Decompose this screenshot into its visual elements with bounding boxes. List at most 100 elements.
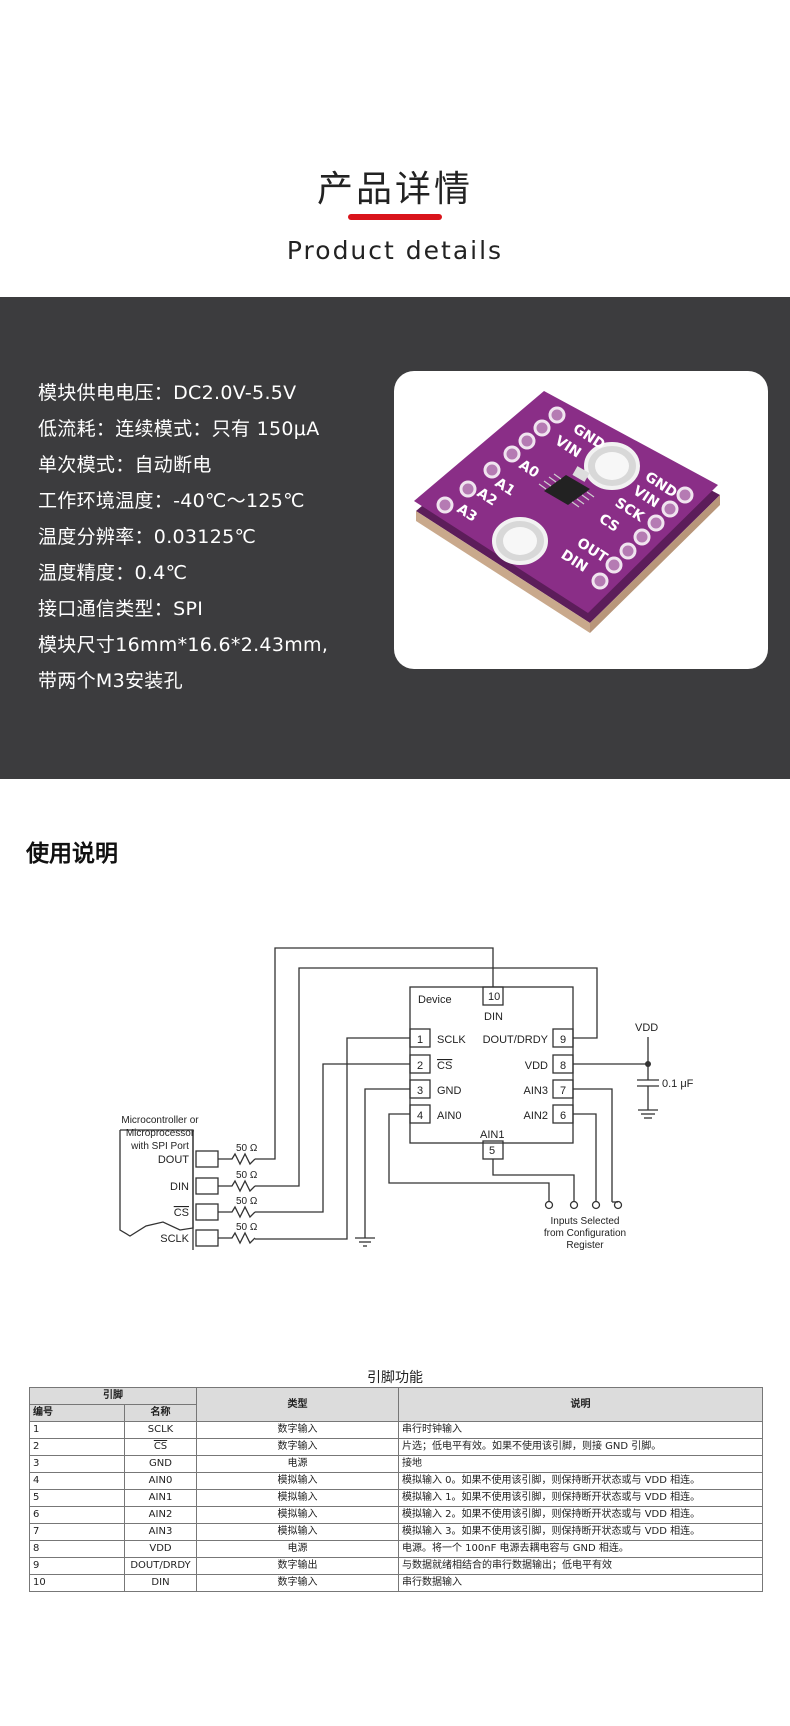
inputs-note-line: Register xyxy=(566,1240,604,1251)
mcu-label-line: with SPI Port xyxy=(130,1141,189,1152)
pin-7-num: 7 xyxy=(560,1085,566,1097)
table-header-num: 编号 xyxy=(29,1404,125,1422)
wiring-schematic: Device 10 DIN 1 SCLK 2 CS 3 GND 4 AIN0 9… xyxy=(119,947,694,1251)
spec-item: 带两个M3安装孔 xyxy=(38,670,183,692)
table-cell: AIN1 xyxy=(124,1489,197,1507)
resistor-label: 50 Ω xyxy=(236,1196,258,1207)
spec-item: 工作环境温度：-40℃～125℃ xyxy=(38,490,305,512)
spec-item: 温度分辨率：0.03125℃ xyxy=(38,526,257,548)
mcu-port-dout: DOUT xyxy=(158,1154,189,1166)
table-cell: 数字输出 xyxy=(196,1557,399,1575)
resistor-label: 50 Ω xyxy=(236,1143,258,1154)
table-cell: 模拟输入 2。如果不使用该引脚，则保持断开状态或与 VDD 相连。 xyxy=(398,1506,763,1524)
table-cell: 模拟输入 xyxy=(196,1489,399,1507)
page-header: 产品详情 Product details xyxy=(0,0,790,297)
table-cell: 与数据就绪相结合的串行数据输出；低电平有效 xyxy=(398,1557,763,1575)
pin-10-num: 10 xyxy=(488,991,500,1003)
table-cell: 串行时钟输入 xyxy=(398,1421,763,1439)
spec-item: 模块供电电压：DC2.0V-5.5V xyxy=(38,382,297,404)
mcu-port-cs: CS xyxy=(174,1207,189,1219)
table-cell: 数字输入 xyxy=(196,1421,399,1439)
table-cell: 电源。将一个 100nF 电源去耦电容与 GND 相连。 xyxy=(398,1540,763,1558)
table-header-type: 类型 xyxy=(196,1387,399,1422)
pin-4-num: 4 xyxy=(417,1110,423,1122)
pin-1-num: 1 xyxy=(417,1034,423,1046)
pin-8-num: 8 xyxy=(560,1060,566,1072)
pin-9-name: DOUT/DRDY xyxy=(483,1034,549,1046)
table-cell: 6 xyxy=(29,1506,125,1524)
mcu-label-line: Microprocessor xyxy=(126,1128,195,1139)
table-cell: 10 xyxy=(29,1574,125,1592)
capacitor-label: 0.1 μF xyxy=(662,1078,694,1090)
sensor-chip xyxy=(544,475,590,505)
table-cell: VDD xyxy=(124,1540,197,1558)
table-cell: 模拟输入 1。如果不使用该引脚，则保持断开状态或与 VDD 相连。 xyxy=(398,1489,763,1507)
table-cell: 9 xyxy=(29,1557,125,1575)
pin-5-num: 5 xyxy=(489,1145,495,1157)
pin-7-name: AIN3 xyxy=(524,1085,548,1097)
table-cell: GND xyxy=(124,1455,197,1473)
inputs-note-line: from Configuration xyxy=(544,1228,626,1239)
pin-1-name: SCLK xyxy=(437,1034,466,1046)
resistor-label: 50 Ω xyxy=(236,1222,258,1233)
device-label: Device xyxy=(418,994,452,1006)
vdd-label: VDD xyxy=(635,1022,658,1034)
page-subtitle: Product details xyxy=(286,236,504,265)
table-header-name: 名称 xyxy=(124,1404,197,1422)
table-cell: 4 xyxy=(29,1472,125,1490)
table-cell: 7 xyxy=(29,1523,125,1541)
table-group-header: 引脚 xyxy=(29,1387,197,1405)
table-cell: 2 xyxy=(29,1438,125,1456)
usage-section-title: 使用说明 xyxy=(26,841,118,867)
table-cell: 接地 xyxy=(398,1455,763,1473)
mcu-port-din: DIN xyxy=(170,1181,189,1193)
table-cell: 电源 xyxy=(196,1455,399,1473)
table-caption: 引脚功能 xyxy=(367,1370,423,1386)
product-photo: GND VIN A0 A1 A2 A3 GND VIN SCK CS OUT D… xyxy=(394,371,768,669)
pin-5-name: AIN1 xyxy=(480,1129,504,1141)
table-cell: 数字输入 xyxy=(196,1438,399,1456)
table-header-desc: 说明 xyxy=(398,1387,763,1422)
spec-item: 低流耗：连续模式：只有 150μA xyxy=(38,418,320,440)
mcu-label-line: Microcontroller or xyxy=(121,1115,199,1126)
pin-9-num: 9 xyxy=(560,1034,566,1046)
table-cell: 模拟输入 xyxy=(196,1523,399,1541)
table-cell: AIN3 xyxy=(124,1523,197,1541)
table-cell: 片选；低电平有效。如果不使用该引脚，则接 GND 引脚。 xyxy=(398,1438,763,1456)
table-cell: DOUT/DRDY xyxy=(124,1557,197,1575)
table-cell: 电源 xyxy=(196,1540,399,1558)
resistor-label: 50 Ω xyxy=(236,1170,258,1181)
spec-item: 单次模式：自动断电 xyxy=(38,454,212,476)
table-cell: AIN2 xyxy=(124,1506,197,1524)
inputs-note-line: Inputs Selected xyxy=(551,1216,620,1227)
spec-item: 接口通信类型：SPI xyxy=(38,598,204,620)
spec-item: 模块尺寸16mm*16.6*2.43mm, xyxy=(38,634,329,656)
table-cell: 8 xyxy=(29,1540,125,1558)
pin-6-name: AIN2 xyxy=(524,1110,548,1122)
pin-8-name: VDD xyxy=(525,1060,548,1072)
table-cell: 3 xyxy=(29,1455,125,1473)
pin-6-num: 6 xyxy=(560,1110,566,1122)
pin-3-num: 3 xyxy=(417,1085,423,1097)
pin-2-num: 2 xyxy=(417,1060,423,1072)
spec-list: 模块供电电压：DC2.0V-5.5V 低流耗：连续模式：只有 150μA 单次模… xyxy=(38,375,328,699)
table-cell: 5 xyxy=(29,1489,125,1507)
table-cell: 模拟输入 3。如果不使用该引脚，则保持断开状态或与 VDD 相连。 xyxy=(398,1523,763,1541)
table-cell: SCLK xyxy=(124,1421,197,1439)
spec-item: 温度精度：0.4℃ xyxy=(38,562,188,584)
pin-10-name: DIN xyxy=(484,1011,503,1023)
table-cell: DIN xyxy=(124,1574,197,1592)
table-cell: 数字输入 xyxy=(196,1574,399,1592)
pin-2-name: CS xyxy=(437,1060,452,1072)
mcu-port-sclk: SCLK xyxy=(160,1233,189,1245)
